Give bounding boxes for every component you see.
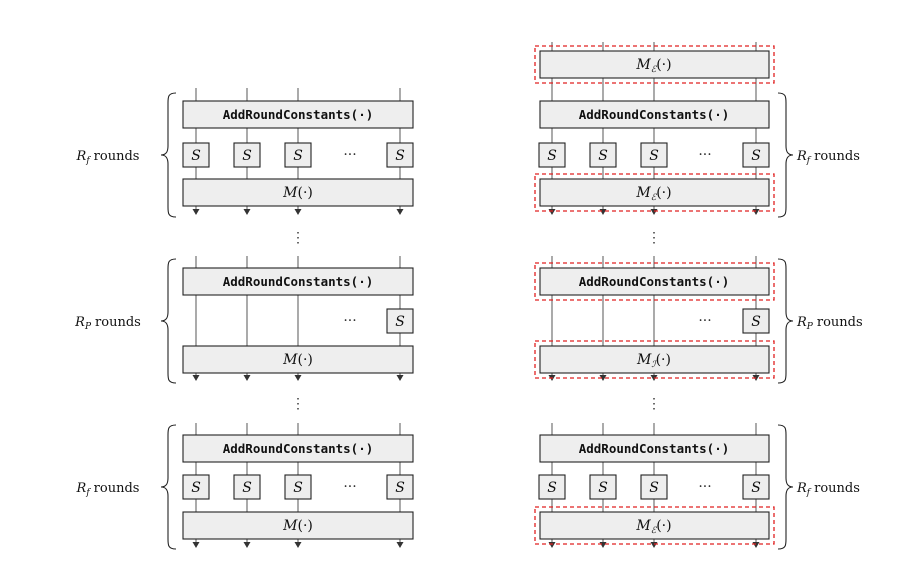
sbox: [233, 142, 261, 168]
add-round-constants-box: [182, 100, 414, 129]
add-round-constants-box: [539, 267, 770, 296]
sbox: [182, 474, 210, 500]
sbox-label: S: [751, 314, 761, 330]
sbox-label: S: [547, 480, 557, 496]
mix-layer-box: [182, 345, 414, 374]
mix-layer-box: [182, 178, 414, 207]
mix-layer-label: M(·): [282, 352, 313, 368]
right-brace: [777, 92, 794, 218]
highlight-frame: [534, 506, 775, 545]
sbox: [742, 308, 770, 334]
sbox: [386, 142, 414, 168]
mix-layer-label: M(·): [282, 518, 313, 534]
highlight-frame: [534, 173, 775, 212]
ellipsis: ···: [343, 479, 356, 495]
vertical-ellipsis: ⋮: [647, 230, 661, 246]
add-round-constants-label: AddRoundConstants(·): [579, 441, 730, 456]
left-brace: [160, 258, 177, 384]
sbox: [386, 474, 414, 500]
left-stage1: AddRoundConstants(·) S S S ··· S M(·) Rf…: [76, 92, 414, 218]
external-mix-box: [539, 178, 770, 207]
vertical-ellipsis: ⋮: [647, 396, 661, 412]
vertical-ellipsis: ⋮: [291, 230, 305, 246]
sbox-label: S: [293, 148, 303, 164]
add-round-constants-box: [539, 100, 770, 129]
sbox-label: S: [395, 314, 405, 330]
mix-layer-box: [182, 511, 414, 540]
sbox: [284, 474, 312, 500]
sbox: [640, 142, 668, 168]
add-round-constants-label: AddRoundConstants(·): [223, 274, 374, 289]
external-mix-label: Mℰ(·): [635, 57, 671, 75]
add-round-constants-label: AddRoundConstants(·): [579, 274, 730, 289]
sbox-label: S: [191, 148, 201, 164]
add-round-constants-box: [182, 267, 414, 296]
sbox: [742, 142, 770, 168]
sbox-label: S: [395, 148, 405, 164]
ellipsis: ···: [343, 147, 356, 163]
sbox-label: S: [547, 148, 557, 164]
sbox: [538, 142, 566, 168]
sbox-label: S: [751, 480, 761, 496]
right-brace: [777, 258, 794, 384]
sbox-label: S: [751, 148, 761, 164]
left-panel: AddRoundConstants(·) S S S ··· S M(·) Rf…: [74, 88, 414, 550]
add-round-constants-box: [539, 434, 770, 463]
ellipsis: ···: [343, 313, 356, 329]
vertical-ellipsis: ⋮: [291, 396, 305, 412]
highlight-frame: [534, 340, 775, 379]
add-round-constants-label: AddRoundConstants(·): [223, 107, 374, 122]
sbox-label: S: [598, 148, 608, 164]
mix-layer-label: M(·): [282, 185, 313, 201]
internal-mix-box: [539, 345, 770, 374]
ellipsis: ···: [698, 313, 711, 329]
sbox-label: S: [649, 480, 659, 496]
sbox-label: S: [242, 480, 252, 496]
ellipsis: ···: [698, 479, 711, 495]
sbox-label: S: [395, 480, 405, 496]
sbox: [233, 474, 261, 500]
right-stage3: AddRoundConstants(·) S S S ··· S Mℰ(·) R…: [534, 424, 860, 550]
sbox-label: S: [293, 480, 303, 496]
right-pre-mix: Mℰ(·): [534, 45, 775, 84]
external-mix-label: Mℰ(·): [635, 185, 671, 203]
sbox: [589, 474, 617, 500]
add-round-constants-label: AddRoundConstants(·): [223, 441, 374, 456]
sbox: [182, 142, 210, 168]
external-mix-box: [539, 511, 770, 540]
left-brace: [160, 424, 177, 550]
ellipsis: ···: [698, 147, 711, 163]
sbox-label: S: [242, 148, 252, 164]
internal-mix-label: Mℐ(·): [636, 352, 671, 370]
sbox: [386, 308, 414, 334]
sbox-label: S: [191, 480, 201, 496]
left-stage3: AddRoundConstants(·) S S S ··· S M(·) Rf…: [76, 424, 414, 550]
left-brace: [160, 92, 177, 218]
right-stage1: AddRoundConstants(·) S S S ··· S Mℰ(·) R…: [534, 92, 860, 218]
external-mix-box: [539, 50, 770, 79]
highlight-frame: [534, 262, 775, 301]
right-panel: Mℰ(·) AddRoundConstants(·) S S S ··· S M…: [534, 42, 863, 550]
sbox: [742, 474, 770, 500]
sbox: [589, 142, 617, 168]
sbox: [640, 474, 668, 500]
add-round-constants-label: AddRoundConstants(·): [579, 107, 730, 122]
external-mix-label: Mℰ(·): [635, 518, 671, 536]
right-brace: [777, 424, 794, 550]
sbox-label: S: [598, 480, 608, 496]
sbox-label: S: [649, 148, 659, 164]
sbox: [284, 142, 312, 168]
add-round-constants-box: [182, 434, 414, 463]
highlight-frame: [534, 45, 775, 84]
sbox: [538, 474, 566, 500]
